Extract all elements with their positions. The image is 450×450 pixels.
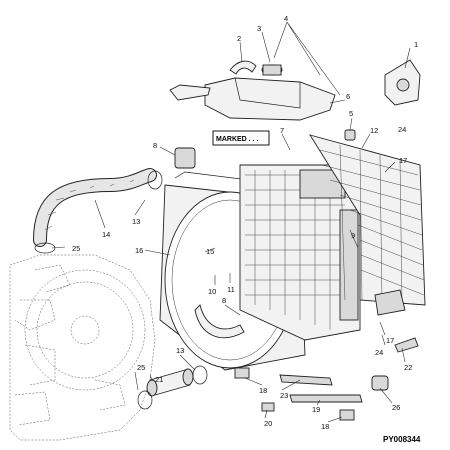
clamp-25 xyxy=(137,390,153,410)
clamp-13-upper xyxy=(147,170,163,190)
callout-5: 5 xyxy=(349,109,353,118)
strip-19 xyxy=(289,394,363,403)
callout-12: 12 xyxy=(370,126,378,135)
hose-14 xyxy=(33,168,157,247)
callout-25b: 25 xyxy=(137,363,145,372)
callout-22: 22 xyxy=(404,363,412,372)
callout-4: 4 xyxy=(284,14,288,23)
callout-24b: 24 xyxy=(375,348,383,357)
callout-18b: 18 xyxy=(321,422,329,431)
callout-15: 15 xyxy=(206,247,214,256)
bracket-17-lower xyxy=(374,289,406,316)
callout-6: 6 xyxy=(346,92,350,101)
callout-23: 23 xyxy=(280,391,288,400)
cap-5 xyxy=(344,129,356,141)
expansion-tank xyxy=(169,64,336,121)
fitting-22 xyxy=(394,337,419,353)
lower-hose-21 xyxy=(146,368,194,397)
callout-24a: 24 xyxy=(398,125,406,134)
callout-20: 20 xyxy=(264,419,272,428)
callout-21: 21 xyxy=(155,375,163,384)
lower-radiator-hose xyxy=(194,304,245,339)
sensor-26 xyxy=(371,375,389,391)
callout-10: 10 xyxy=(208,287,216,296)
callouts: 1 2 3 4 5 6 7 8 8 9 10 11 12 13 13 14 15… xyxy=(72,14,418,431)
callout-14: 14 xyxy=(102,230,110,239)
figure-code: PY008344 xyxy=(383,435,421,444)
marked-label: MARKED . . . xyxy=(216,136,258,143)
pipe-8 xyxy=(174,147,196,169)
callout-3: 3 xyxy=(257,24,261,33)
engine-block xyxy=(9,254,156,441)
marked-box xyxy=(212,130,270,146)
callout-18a: 18 xyxy=(259,386,267,395)
callout-11: 11 xyxy=(227,285,235,294)
callout-19: 19 xyxy=(312,405,320,414)
callout-9: 9 xyxy=(351,231,355,240)
callout-17b: 17 xyxy=(386,336,394,345)
drain-plug-20 xyxy=(261,402,275,412)
bracket-1-hole xyxy=(396,78,410,92)
mount-18-lower xyxy=(339,409,355,421)
callout-1: 1 xyxy=(414,40,418,49)
callout-13b: 13 xyxy=(176,346,184,355)
callout-8a: 8 xyxy=(153,141,157,150)
clamp-13-lower xyxy=(192,365,208,385)
callout-7: 7 xyxy=(280,126,284,135)
callout-25a: 25 xyxy=(72,244,80,253)
callout-2: 2 xyxy=(237,34,241,43)
leader-lines xyxy=(51,21,411,423)
callout-8b: 8 xyxy=(222,296,226,305)
radiator-core xyxy=(239,164,361,341)
strip-23 xyxy=(279,374,333,386)
callout-13a: 13 xyxy=(132,217,140,226)
condenser-screen xyxy=(309,134,426,306)
callout-26: 26 xyxy=(392,403,400,412)
callout-17a: 17 xyxy=(399,156,407,165)
callout-16: 16 xyxy=(135,246,143,255)
mount-18-upper xyxy=(234,367,250,379)
hose-2 xyxy=(229,60,257,75)
